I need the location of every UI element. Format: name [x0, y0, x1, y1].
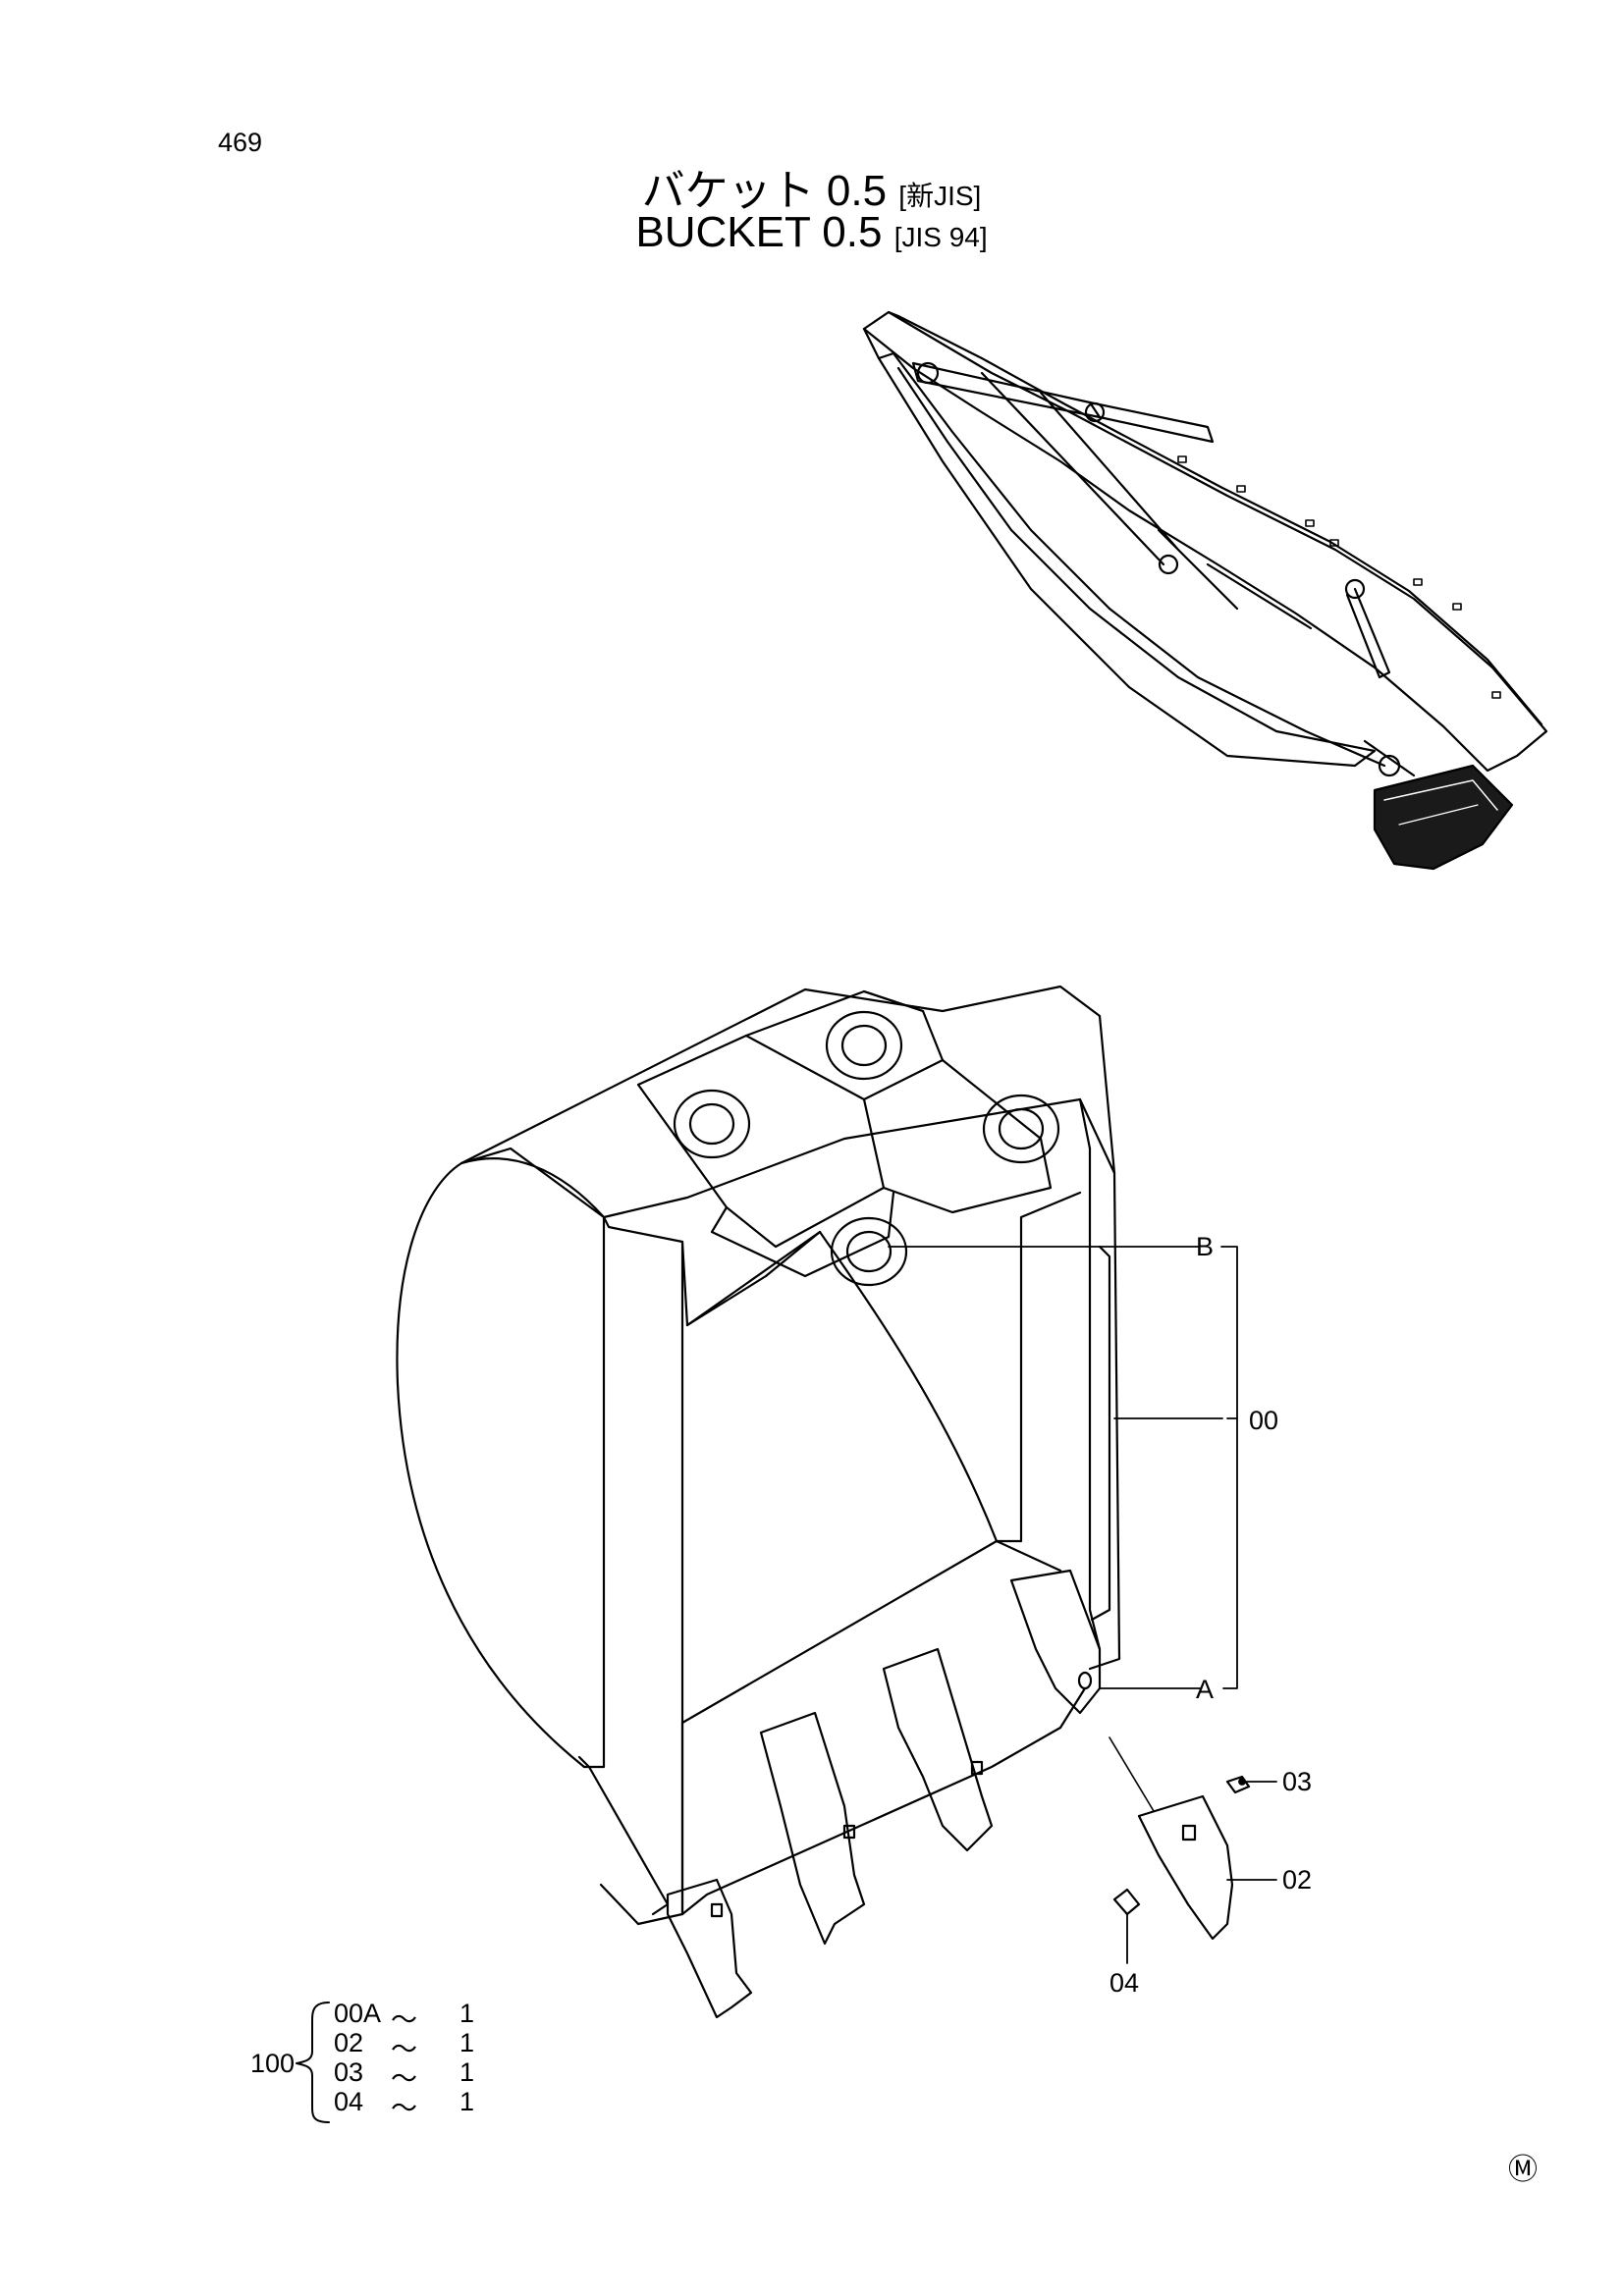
title-jp-text: バケット 0.5: [641, 167, 888, 215]
kit-group-number: 100: [250, 2049, 296, 2078]
kit-sep: ～: [391, 2094, 417, 2123]
callout-04: 04: [1109, 1968, 1140, 1998]
kit-qty: 1: [460, 2057, 475, 2087]
kit-part: 02: [334, 2028, 364, 2057]
kit-part: 00A: [334, 1999, 382, 2028]
callout-a: A: [1196, 1675, 1215, 1704]
corner-mark: Ⓜ: [1508, 2154, 1538, 2186]
callout-03: 03: [1282, 1767, 1313, 1796]
bucket-teeth: [666, 1569, 1102, 2019]
kit-qty: 1: [460, 1999, 475, 2028]
kit-sep: ～: [391, 2064, 417, 2094]
title-japanese: バケット 0.5 [新JIS]: [0, 155, 1623, 218]
kit-list: 00A ～ 1 02 ～ 1 03 ～ 1 04 ～ 1: [334, 1999, 475, 2123]
kit-sep: ～: [391, 2005, 417, 2035]
kit-row: 00A ～ 1: [334, 1999, 475, 2035]
kit-brace: [296, 2002, 330, 2123]
callout-b: B: [1196, 1232, 1215, 1261]
title-en-standard: [JIS 94]: [893, 222, 988, 252]
arm-overview-illustration: [862, 310, 1548, 871]
kit-row: 02 ～ 1: [334, 2028, 475, 2064]
kit-qty: 1: [460, 2028, 475, 2057]
page-number: 469: [218, 128, 263, 157]
kit-qty: 1: [460, 2087, 475, 2116]
kit-row: 04 ～ 1: [334, 2087, 475, 2123]
bucket-main-illustration: [396, 985, 1251, 2019]
title-jp-standard: [新JIS]: [898, 181, 982, 211]
title-english: BUCKET 0.5 [JIS 94]: [0, 208, 1623, 257]
kit-row: 03 ～ 1: [334, 2057, 475, 2094]
callout-00: 00: [1249, 1406, 1279, 1435]
detached-tooth: [1109, 1736, 1251, 1941]
kit-part: 04: [334, 2087, 364, 2116]
callout-leaders: [888, 1246, 1277, 1964]
kit-sep: ～: [391, 2035, 417, 2064]
callout-02: 02: [1282, 1865, 1313, 1895]
title-en-text: BUCKET 0.5: [635, 208, 883, 256]
kit-part: 03: [334, 2057, 364, 2087]
